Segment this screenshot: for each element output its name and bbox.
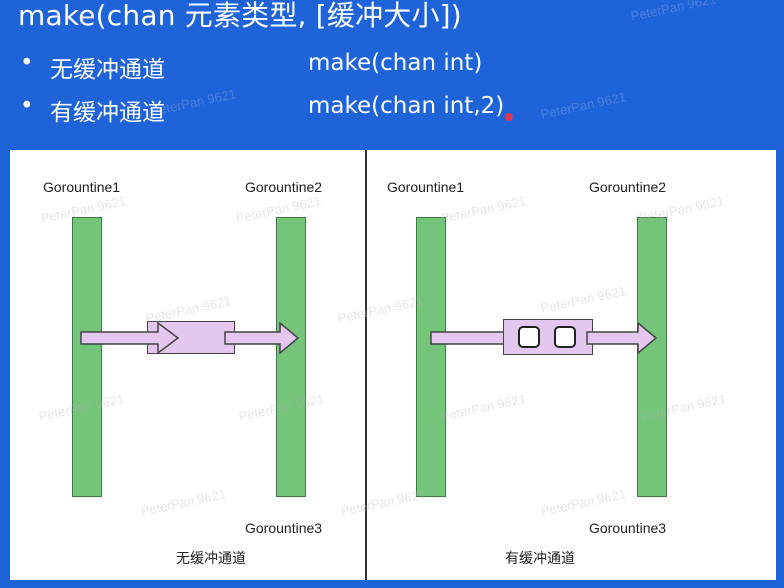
buffer-slot: [554, 326, 576, 348]
bullet-code: make(chan int,2): [308, 93, 505, 119]
receive-arrow: [586, 322, 658, 354]
slide-title: make(chan 元素类型, [缓冲大小]): [18, 0, 462, 32]
unbuffered-caption: 无缓冲通道: [176, 551, 246, 567]
goroutine1-bar: [72, 217, 102, 497]
bullet-label: 无缓冲通道: [50, 57, 165, 83]
buffered-caption: 有缓冲通道: [505, 551, 575, 567]
watermark: PeterPan 9621: [439, 391, 528, 424]
goroutine2-label: Gorountine2: [589, 179, 667, 195]
receive-arrow: [224, 322, 300, 354]
watermark: PeterPan 9621: [339, 486, 428, 519]
watermark: PeterPan 9621: [539, 283, 628, 316]
pointer-marker: [505, 113, 513, 121]
bullet-code: make(chan int): [308, 50, 483, 76]
buffered-channel-box: [503, 319, 593, 355]
watermark: PeterPan 9621: [439, 193, 528, 226]
watermark: PeterPan 9621: [139, 486, 228, 519]
watermark: PeterPan 9621: [539, 89, 628, 122]
watermark: PeterPan 9621: [336, 293, 425, 326]
goroutine2-bar: [276, 217, 306, 497]
goroutine1-label: Gorountine1: [43, 179, 121, 195]
watermark: PeterPan 9621: [629, 0, 718, 24]
bullet-dot: •: [20, 50, 34, 76]
buffer-slot: [518, 326, 540, 348]
goroutine2-bar: [637, 217, 667, 497]
watermark: PeterPan 9621: [637, 193, 726, 226]
panel-divider: [365, 150, 367, 580]
goroutine1-bar: [416, 217, 446, 497]
bullet-label: 有缓冲通道: [50, 100, 165, 126]
goroutine3-label: Gorountine3: [589, 520, 667, 536]
watermark: PeterPan 9621: [539, 486, 628, 519]
send-arrow: [80, 322, 180, 354]
diagram-panel: Gorountine1 Gorountine2 Gorountine3 无缓冲通…: [10, 150, 776, 580]
goroutine3-label: Gorountine3: [245, 520, 323, 536]
watermark: PeterPan 9621: [149, 86, 238, 119]
bullet-dot: •: [20, 93, 34, 119]
goroutine1-label: Gorountine1: [387, 179, 465, 195]
goroutine2-label: Gorountine2: [245, 179, 323, 195]
